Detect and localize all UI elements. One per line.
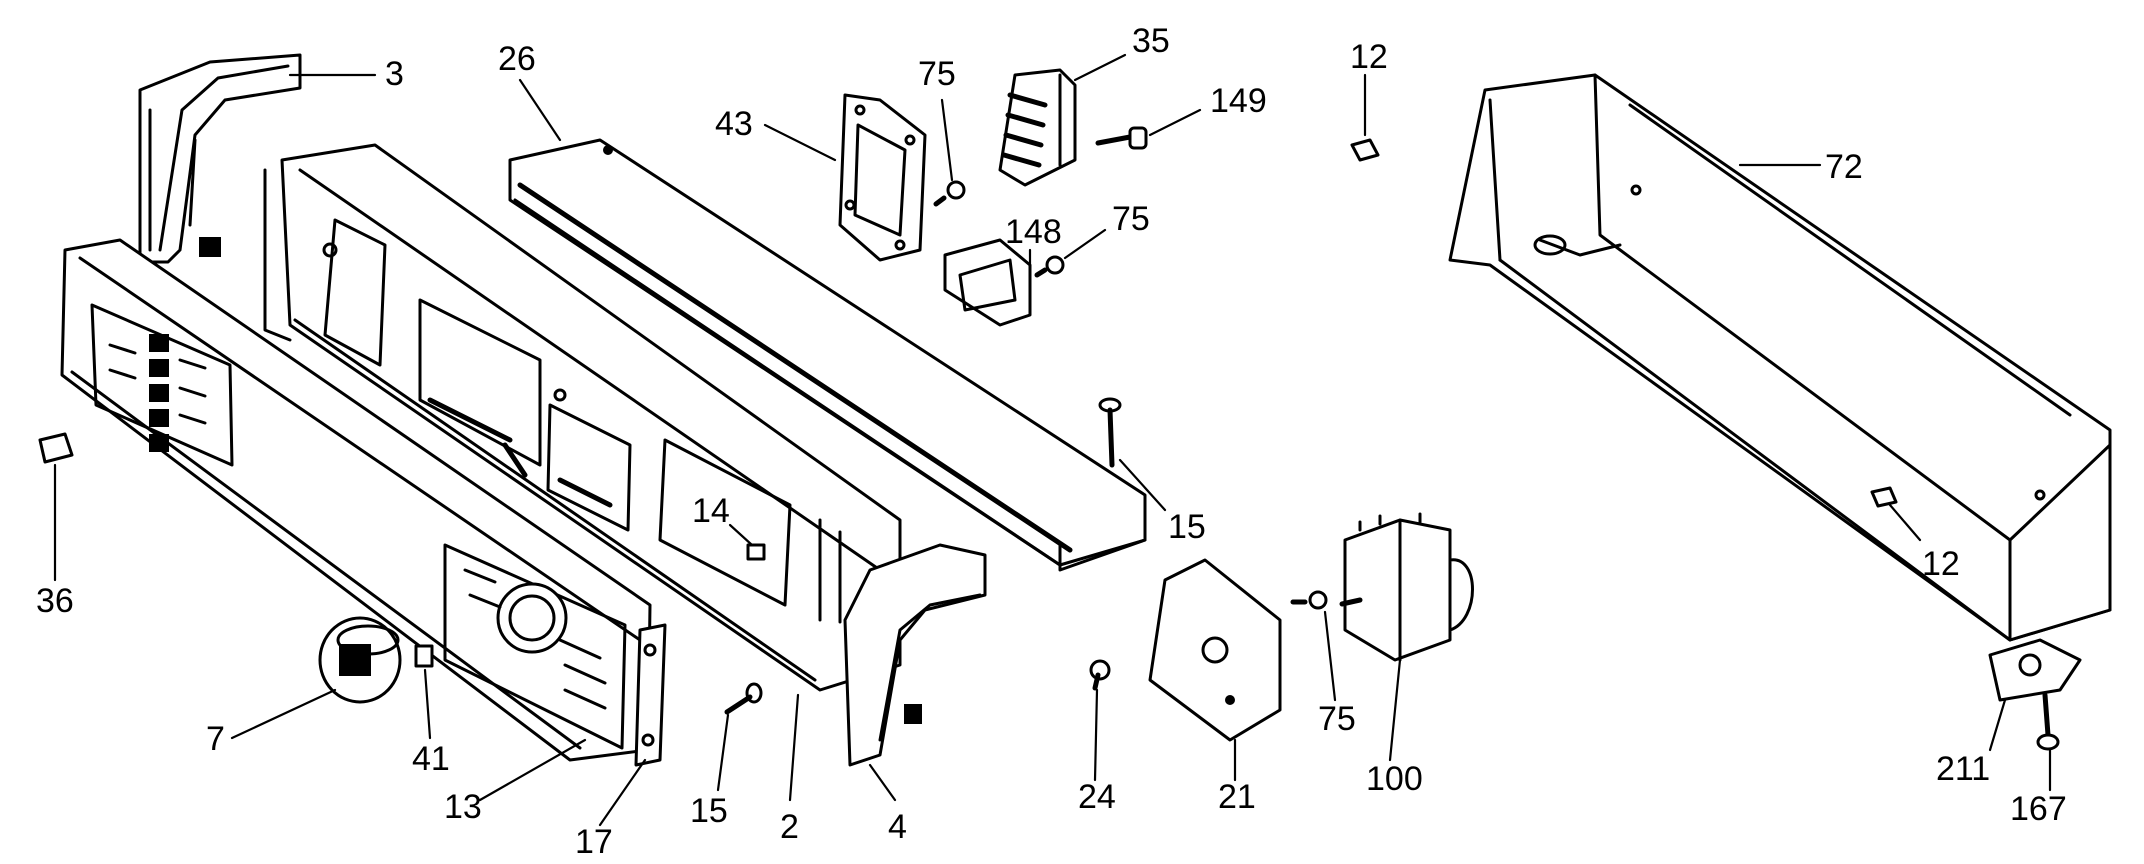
- part-4-right-end-cap: [843, 543, 987, 767]
- leader-211: [1988, 698, 2007, 752]
- callout-75a: 75: [918, 55, 956, 93]
- callout-149: 149: [1210, 82, 1267, 120]
- leader-14: [728, 523, 754, 547]
- part-148-bracket: [943, 238, 1032, 327]
- part-26-top-trim: [508, 138, 1147, 572]
- callout-13: 13: [444, 788, 482, 826]
- callout-17: 17: [575, 823, 613, 861]
- callout-26: 26: [498, 40, 536, 78]
- callout-15a: 15: [1168, 508, 1206, 546]
- leader-lines: [53, 53, 2052, 827]
- callout-4: 4: [888, 808, 907, 846]
- callout-43: 43: [715, 105, 753, 143]
- leader-2: [788, 693, 800, 802]
- leader-26: [518, 78, 562, 142]
- part-43-bracket: [838, 93, 927, 262]
- leader-15a: [1118, 458, 1167, 512]
- leader-15b: [716, 713, 730, 792]
- callout-100: 100: [1366, 760, 1423, 798]
- callout-2: 2: [780, 808, 799, 846]
- leader-100: [1388, 658, 1402, 762]
- callout-7: 7: [206, 720, 225, 758]
- part-24-screw: [1089, 659, 1111, 691]
- part-211-hinge: [1988, 638, 2082, 702]
- callout-41: 41: [412, 740, 450, 778]
- leader-17: [598, 758, 647, 827]
- leader-41: [423, 668, 432, 740]
- part-149-screw: [1095, 126, 1148, 150]
- part-14-clip: [746, 543, 766, 561]
- callout-167: 167: [2010, 790, 2067, 828]
- leader-75c: [1323, 610, 1337, 702]
- part-75-screw-middle: [1034, 255, 1065, 278]
- leader-75a: [940, 98, 954, 182]
- part-2-console-housing: [263, 143, 902, 692]
- leader-13: [478, 738, 587, 802]
- part-75-screw-upper: [933, 180, 966, 207]
- part-75-screw-lower: [1290, 590, 1328, 610]
- part-36-knob-cap: [38, 432, 74, 464]
- part-7-knob: [318, 616, 402, 704]
- leader-4: [868, 763, 897, 802]
- callout-labels: 3 26 43 75 35 149 12 72 148 75 15 14 36 …: [36, 22, 2067, 861]
- callout-3: 3: [385, 55, 404, 93]
- callout-15b: 15: [690, 792, 728, 830]
- part-15-screw-lower: [724, 682, 763, 715]
- leader-75b: [1063, 228, 1107, 260]
- leader-149: [1148, 108, 1202, 137]
- callout-12a: 12: [1350, 38, 1388, 76]
- part-15-screw-vertical: [1098, 397, 1122, 468]
- callout-24: 24: [1078, 778, 1116, 816]
- leader-35: [1073, 53, 1127, 82]
- callout-35: 35: [1132, 22, 1170, 60]
- part-17-strip: [634, 623, 667, 767]
- callout-14: 14: [692, 492, 730, 530]
- part-72-backsplash: [1448, 73, 2112, 642]
- callout-75c: 75: [1318, 700, 1356, 738]
- part-3-left-end-cap: [138, 53, 302, 264]
- callout-75b: 75: [1112, 200, 1150, 238]
- callout-148: 148: [1005, 213, 1062, 251]
- leader-12b: [1888, 503, 1922, 542]
- part-167-screw: [2036, 692, 2060, 751]
- callout-12b: 12: [1922, 545, 1960, 583]
- part-21-mounting-plate: [1148, 558, 1282, 742]
- part-41-insert: [414, 644, 434, 668]
- callout-72: 72: [1825, 148, 1863, 186]
- callout-36: 36: [36, 582, 74, 620]
- leader-43: [763, 123, 837, 162]
- callout-211: 211: [1936, 750, 1990, 788]
- part-35-switch: [998, 68, 1077, 187]
- leader-24: [1093, 688, 1099, 782]
- part-100-timer: [1339, 512, 1474, 662]
- part-12-clip-upper: [1350, 138, 1380, 162]
- callout-21: 21: [1218, 778, 1256, 816]
- leader-7: [230, 688, 337, 740]
- part-12-clip-lower: [1870, 486, 1898, 508]
- part-13-front-panel: [60, 238, 652, 762]
